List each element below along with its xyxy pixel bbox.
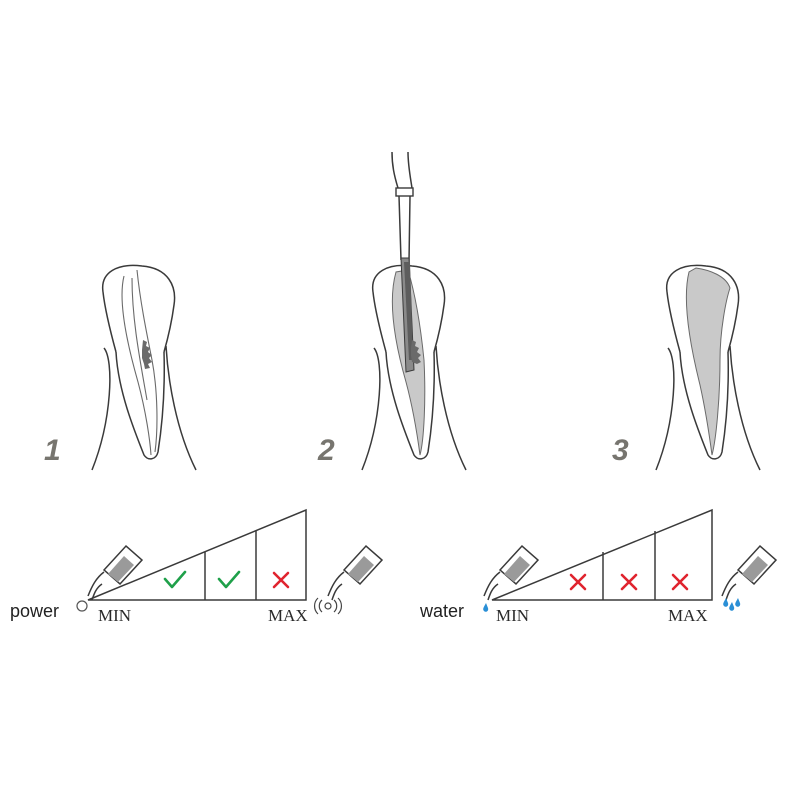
tooth-3: 3 <box>612 264 761 471</box>
cross-mark-icon <box>272 571 290 589</box>
water-triangle <box>491 508 713 601</box>
check-mark-icon <box>217 570 241 589</box>
water-max-label: MAX <box>668 606 708 625</box>
water-label: water <box>419 601 464 621</box>
cleaned-area-fill <box>685 267 731 456</box>
step-number-3: 3 <box>612 434 629 467</box>
handpiece-low-icon <box>87 544 144 601</box>
water-drop-low-icon <box>483 603 489 612</box>
calculus-deposit <box>142 340 152 369</box>
handpiece-high-icon <box>721 544 778 601</box>
power-triangle <box>87 508 307 601</box>
vibration-low-icon <box>76 600 88 612</box>
power-min-label: MIN <box>98 606 131 625</box>
power-label: power <box>10 601 59 621</box>
tooth-1: 1 <box>44 264 197 471</box>
power-scale: power MIN MAX <box>10 508 384 625</box>
water-scale: water MIN MAX <box>419 508 778 625</box>
step-number-2: 2 <box>317 434 335 467</box>
step-number-1: 1 <box>44 434 61 467</box>
cross-mark-icon <box>569 573 587 591</box>
handpiece-high-icon <box>327 544 384 601</box>
scaler-instrument <box>391 151 415 373</box>
power-max-label: MAX <box>268 606 308 625</box>
vibration-high-icon <box>314 597 342 615</box>
handpiece-low-icon <box>483 544 540 601</box>
check-mark-icon <box>163 570 187 589</box>
cross-mark-icon <box>620 573 638 591</box>
water-drops-high-icon <box>723 598 741 611</box>
tooth-2: 2 <box>317 151 467 471</box>
cross-mark-icon <box>671 573 689 591</box>
calculus-deposit <box>411 340 421 364</box>
water-min-label: MIN <box>496 606 529 625</box>
